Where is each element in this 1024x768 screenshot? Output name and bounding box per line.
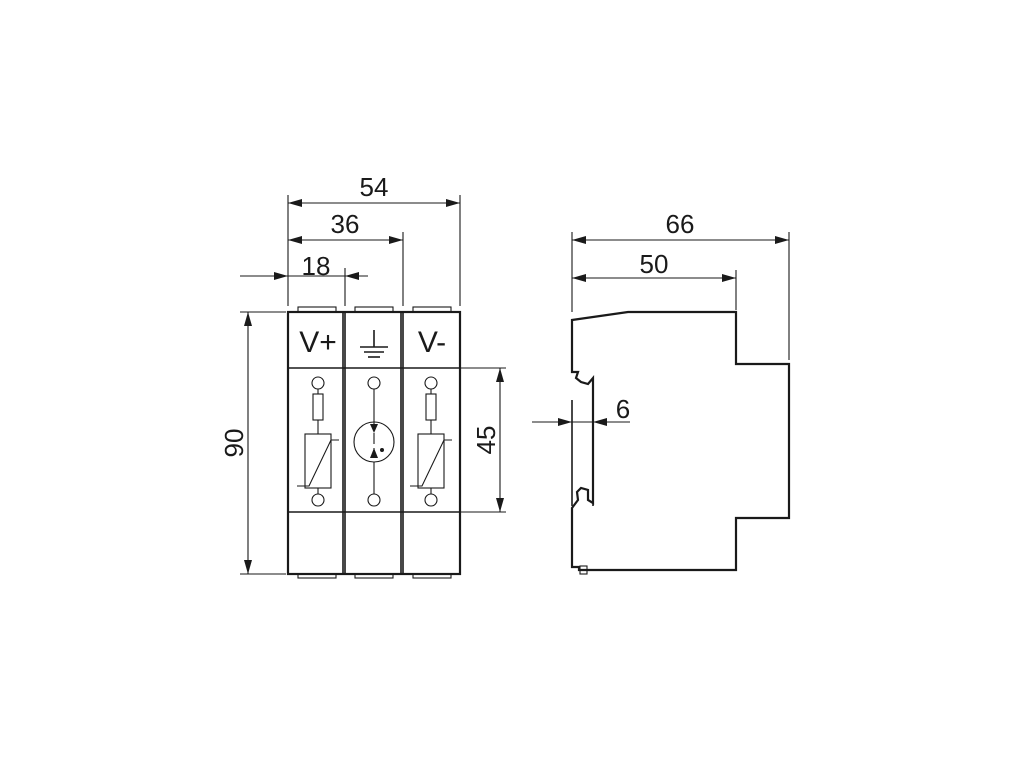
dim-66: 66 [666,209,695,239]
ground-icon [360,330,388,358]
front-dimensions: 54 36 18 90 45 [219,172,506,575]
terminal-bottom-2 [354,573,394,579]
terminal-top-1 [297,306,337,313]
label-v-minus: V- [418,326,446,359]
dim-54: 54 [360,172,389,202]
varistor-icon [410,376,452,507]
dim-50: 50 [640,249,669,279]
dim-18: 18 [302,251,331,281]
dim-45: 45 [471,426,501,455]
fuse-icon [312,393,324,421]
side-view [570,310,791,575]
gas-discharge-tube-icon [353,376,395,507]
terminal-top-2 [354,306,394,313]
dim-90: 90 [219,429,249,458]
front-view: V+ V- [286,306,462,579]
label-v-plus: V+ [299,326,337,359]
side-profile-outline [570,310,791,572]
side-latch [579,565,588,575]
terminal-bottom-3 [412,573,452,579]
side-dimensions: 66 50 6 [532,209,790,426]
varistor-icon [297,376,339,507]
dim-6: 6 [616,394,630,424]
fuse-icon [425,393,437,421]
terminal-bottom-1 [297,573,337,579]
terminal-top-3 [412,306,452,313]
dim-36: 36 [331,209,360,239]
